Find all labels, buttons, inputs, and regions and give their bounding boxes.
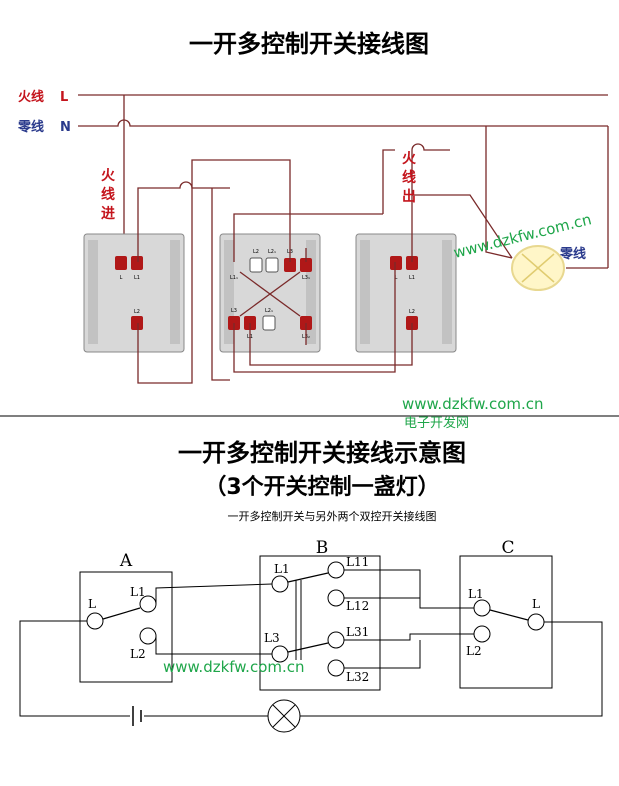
middle-watermark: www.dzkfw.com.cn [402,395,544,413]
top-wiring-diagram: 一开多控制开关接线图 火线 L 零线 N L L1 L2 [17,30,609,384]
switch-a-label: A [119,551,133,571]
switch-3-panel [355,233,457,353]
svg-text:L2: L2 [409,309,415,315]
switch-a-contacts [86,595,157,645]
lamp-neutral-label: 零线 [559,246,586,262]
top-title: 一开多控制开关接线图 [189,30,429,58]
bottom-caption: 一开多控制开关与另外两个双控开关接线图 [228,509,437,523]
svg-text:火: 火 [402,151,417,167]
switch-b-label: B [316,538,329,558]
switch-1-terminals: L L1 L2 [115,256,143,330]
switch-1-panel [83,233,185,353]
schematic-wires [19,569,603,717]
switch-c-label: C [501,538,514,558]
interconnect-wires [137,126,609,384]
bottom-subtitle: （3个开关控制一盏灯） [204,474,439,500]
a-label-l1: L1 [130,585,146,599]
svg-text:L2₁: L2₁ [265,308,273,314]
c-label-l1: L1 [468,587,484,601]
switch-b-box [259,555,381,691]
a-label-l: L [88,597,96,611]
switch-b-blade-2 [287,642,329,653]
svg-text:L2: L2 [134,309,140,315]
svg-text:L2: L2 [253,249,259,255]
svg-text:L1: L1 [134,275,140,281]
bottom-schematic: 一开多控制开关接线示意图 （3个开关控制一盏灯） 一开多控制开关与另外两个双控开… [19,439,603,733]
svg-text:出: 出 [402,188,416,205]
svg-text:L1: L1 [409,275,415,281]
svg-text:L: L [395,275,398,281]
svg-text:线: 线 [402,169,416,186]
a-label-l2: L2 [130,647,146,661]
b-label-l1: L1 [274,562,290,576]
neutral-letter: N [60,120,71,135]
b-label-l31: L31 [346,625,369,639]
neutral-label: 零线 [17,119,44,135]
svg-text:L2₁: L2₁ [268,249,276,255]
c-label-l2: L2 [466,644,482,658]
b-label-l11: L11 [346,555,369,569]
svg-text:L3₁: L3₁ [302,275,310,281]
svg-text:L3: L3 [231,308,237,314]
live-letter: L [60,90,68,105]
svg-text:线: 线 [101,186,115,203]
bottom-lamp [267,699,301,733]
b-label-l32: L32 [346,670,369,684]
bottom-watermark: www.dzkfw.com.cn [163,658,305,676]
neutral-line [78,119,608,127]
live-label: 火线 [18,89,44,105]
svg-text:火: 火 [101,168,116,184]
svg-text:进: 进 [101,206,115,222]
b-label-l3: L3 [264,631,280,645]
live-in-label: 火 线 进 [101,168,116,222]
switch-c-blade [489,609,529,621]
switch-b-contacts [271,561,345,677]
switch-a-blade [102,607,141,620]
bottom-title: 一开多控制开关接线示意图 [178,439,466,467]
middle-watermark-cn: 电子开发网 [404,415,469,431]
b-label-l12: L12 [346,599,369,613]
svg-text:L1₁: L1₁ [230,275,238,281]
svg-text:L: L [120,275,123,281]
switch-a-box [79,571,173,683]
switch-c-contacts [473,599,545,643]
c-label-l: L [532,597,540,611]
switch-b-blade-1 [287,572,329,583]
panel-slots [88,240,452,344]
top-lamp [511,245,565,291]
live-out-label: 火 线 出 [402,151,417,205]
